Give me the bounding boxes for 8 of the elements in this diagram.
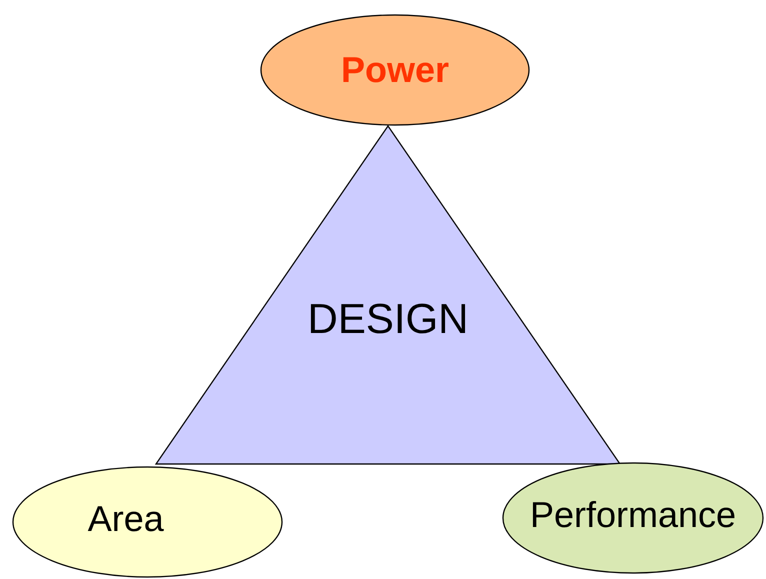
power-ellipse [260,14,530,126]
area-ellipse [12,466,283,578]
node-label: Area [88,498,164,540]
design-triangle [155,125,621,465]
node-label: Performance [530,494,736,536]
node-label: Power [340,49,450,91]
performance-ellipse [502,462,764,574]
node-label: DESIGN [307,294,469,343]
